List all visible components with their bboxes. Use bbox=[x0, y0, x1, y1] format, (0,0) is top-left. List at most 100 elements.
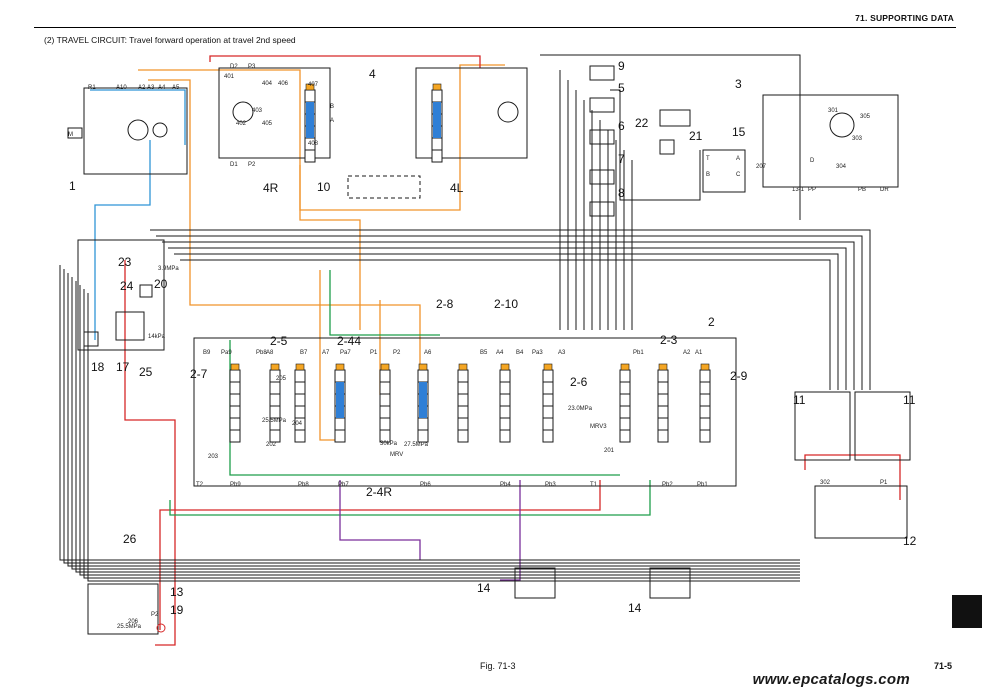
callout-label: 2-10 bbox=[494, 297, 518, 311]
port-label: C bbox=[736, 172, 741, 178]
callout-label: 4L bbox=[450, 181, 464, 195]
port-label: 303 bbox=[852, 136, 863, 142]
high-pressure-line bbox=[209, 55, 481, 68]
control-valve-spool bbox=[619, 363, 631, 443]
upper-return-line bbox=[540, 54, 801, 220]
port-label: P2 bbox=[393, 350, 401, 356]
port-label: T2 bbox=[196, 482, 204, 488]
control-valve-spool bbox=[499, 363, 511, 443]
callout-label: 15 bbox=[732, 125, 746, 139]
travel-pilot-valve-a bbox=[514, 567, 556, 599]
pipe-bundle-upper bbox=[162, 241, 855, 390]
port-label: A bbox=[330, 118, 334, 124]
port-label: Pb6 bbox=[420, 482, 431, 488]
callout-label: 21 bbox=[689, 129, 703, 143]
check-port-19 bbox=[156, 623, 166, 633]
callout-label: 7 bbox=[618, 152, 625, 166]
pipe-bundle-upper bbox=[174, 253, 839, 390]
port-label: A bbox=[736, 156, 740, 162]
port-label: Pa3 bbox=[532, 350, 543, 356]
port-label: P2 bbox=[151, 612, 159, 618]
port-label: A2 bbox=[138, 85, 146, 91]
callout-label: 2-4R bbox=[366, 485, 392, 499]
pipe-bundle-upper bbox=[150, 229, 871, 390]
pressure-sensor-6 bbox=[589, 129, 615, 145]
pipe-bundle-lower bbox=[59, 265, 800, 561]
port-label: 407 bbox=[308, 82, 319, 88]
port-label: 406 bbox=[278, 81, 289, 87]
callout-label: 11 bbox=[793, 393, 806, 407]
callout-label: 22 bbox=[635, 116, 649, 130]
port-label: A3 bbox=[558, 350, 566, 356]
port-label: PP bbox=[808, 187, 816, 193]
port-label: 206 bbox=[128, 619, 139, 625]
callout-label: 13 bbox=[170, 585, 184, 599]
control-valve-spool bbox=[457, 363, 469, 443]
callout-label: 2-9 bbox=[730, 369, 748, 383]
pipe-bundle-upper bbox=[180, 259, 831, 390]
port-label: 3.9MPa bbox=[158, 266, 179, 272]
right-remote-valve bbox=[854, 391, 911, 461]
port-label: Pb3 bbox=[545, 482, 556, 488]
port-label: A6 bbox=[424, 350, 432, 356]
callout-label: 14 bbox=[477, 581, 491, 595]
callout-label: 2-5 bbox=[270, 334, 288, 348]
pump-motor bbox=[67, 127, 83, 139]
port-label: 404 bbox=[262, 81, 273, 87]
drain-line bbox=[94, 140, 151, 340]
port-label: 202 bbox=[266, 442, 277, 448]
port-label: Pb8 bbox=[298, 482, 309, 488]
port-label: Pb4 bbox=[500, 482, 511, 488]
port-label: B7 bbox=[300, 350, 308, 356]
main-pump-unit bbox=[83, 87, 188, 175]
port-label: A1 bbox=[695, 350, 703, 356]
port-label: A4 bbox=[496, 350, 504, 356]
port-label: 25.5MPa bbox=[262, 418, 287, 424]
port-label: MRV3 bbox=[590, 424, 607, 430]
callout-label: 18 bbox=[91, 360, 105, 374]
hydraulic-tank-unit bbox=[77, 239, 165, 351]
port-label: Pa9 bbox=[221, 350, 232, 356]
port-label: B bbox=[330, 104, 334, 110]
callout-label: 2 bbox=[708, 315, 715, 329]
port-label: 25.5MPa bbox=[117, 624, 142, 630]
port-label: 30kPa bbox=[380, 441, 398, 447]
right-motor-symbol bbox=[232, 101, 254, 123]
port-label: M bbox=[68, 132, 73, 138]
control-valve-spool bbox=[699, 363, 711, 443]
port-label: A10 bbox=[116, 85, 127, 91]
control-valve-spool bbox=[269, 363, 281, 443]
port-label: Pb1 bbox=[697, 482, 708, 488]
port-label: D bbox=[810, 158, 815, 164]
control-valve-spool bbox=[542, 363, 554, 443]
travel-motor-right bbox=[218, 67, 331, 159]
callout-label: 2-7 bbox=[190, 367, 208, 381]
pressure-sensor-8 bbox=[589, 201, 615, 217]
pressure-switch-22 bbox=[659, 139, 675, 155]
port-label: D2 bbox=[230, 64, 238, 70]
callout-label: 20 bbox=[154, 277, 168, 291]
breather bbox=[83, 331, 99, 347]
pipe-bundle-lower bbox=[63, 269, 800, 564]
travel-pilot-valve-b bbox=[649, 567, 691, 599]
callout-label: 23 bbox=[118, 255, 132, 269]
travel-motor-left bbox=[415, 67, 528, 159]
pump-delivery-line-a bbox=[138, 69, 361, 330]
port-label: 302 bbox=[820, 480, 831, 486]
port-label: PB bbox=[858, 187, 866, 193]
pipe-bundle-lower bbox=[83, 289, 800, 579]
port-label: A3 bbox=[147, 85, 155, 91]
watermark-text: www.epcatalogs.com bbox=[752, 671, 910, 688]
port-label: P3 bbox=[248, 64, 256, 70]
port-label: B5 bbox=[480, 350, 488, 356]
figure-caption: (2) TRAVEL CIRCUIT: Travel forward opera… bbox=[44, 35, 296, 45]
main-pump-circle bbox=[127, 119, 149, 141]
pilot-pump-circle bbox=[152, 122, 168, 138]
callout-label: 6 bbox=[618, 119, 625, 133]
port-label: R1 bbox=[88, 85, 96, 91]
port-label: A5 bbox=[172, 85, 180, 91]
pilot-pump-gear bbox=[829, 112, 855, 138]
port-label: MRV bbox=[390, 452, 403, 458]
pressure-sensor-7 bbox=[589, 169, 615, 185]
